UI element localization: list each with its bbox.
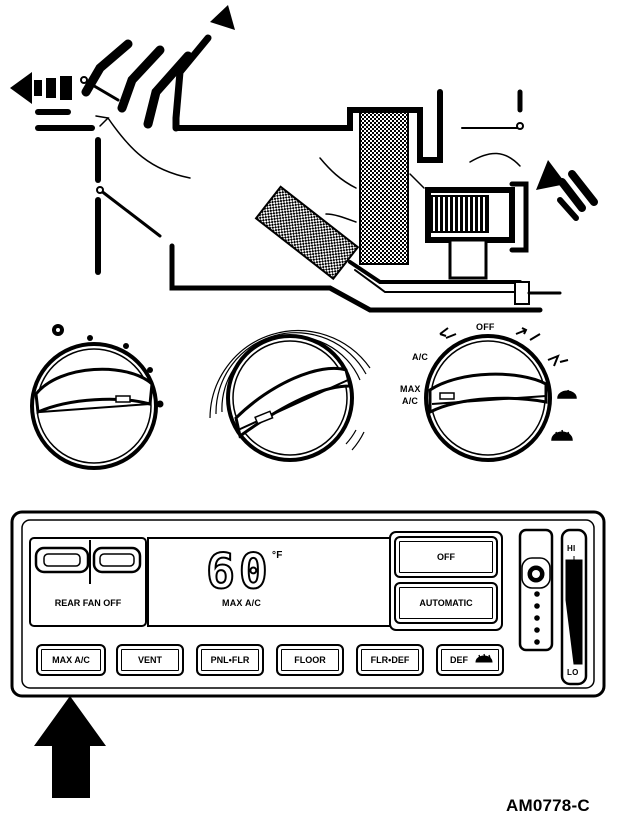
off-button[interactable]: OFF xyxy=(394,536,498,578)
rotary-control-panel xyxy=(30,324,577,470)
airflow-schematic xyxy=(10,5,598,313)
vent-icon xyxy=(439,327,457,339)
panel-floor-icon xyxy=(515,327,541,341)
display-temperature: 60 xyxy=(205,544,272,600)
fan-lo-label: LO xyxy=(567,668,579,677)
defrost-button[interactable]: DEF xyxy=(436,644,504,676)
floor-defrost-button[interactable]: FLR•DEF xyxy=(356,644,424,676)
evaporator-core xyxy=(254,185,360,281)
blower-motor xyxy=(448,238,488,280)
temperature-knob[interactable] xyxy=(209,329,371,462)
floor-defrost-icon xyxy=(557,389,577,399)
mode-label-max: MAX xyxy=(400,384,421,394)
fan-speed-knob[interactable] xyxy=(30,324,164,470)
defrost-icon xyxy=(551,429,573,441)
max-ac-button[interactable]: MAX A/C xyxy=(36,644,106,676)
floor-button[interactable]: FLOOR xyxy=(276,644,344,676)
rear-fan-off-button[interactable]: REAR FAN OFF xyxy=(32,584,144,622)
panel-floor-button[interactable]: PNL•FLR xyxy=(196,644,264,676)
outlet-arrow-left xyxy=(10,72,72,104)
inlet-arrow xyxy=(536,160,598,221)
mode-knob[interactable] xyxy=(424,327,577,462)
display-window xyxy=(147,537,391,627)
floor-icon xyxy=(547,354,569,367)
automatic-button[interactable]: AUTOMATIC xyxy=(394,582,498,624)
display-mode: MAX A/C xyxy=(222,598,262,608)
pointer-arrow xyxy=(34,696,106,798)
fan-hi-label: HI xyxy=(567,544,576,553)
outlet-arrow-up xyxy=(210,5,235,30)
mode-label-off: OFF xyxy=(476,322,495,332)
mode-label-max-ac: A/C xyxy=(402,396,419,406)
mode-label-ac: A/C xyxy=(412,352,429,362)
vent-button[interactable]: VENT xyxy=(116,644,184,676)
figure-id: AM0778-C xyxy=(506,796,590,815)
fan-icon xyxy=(52,324,64,336)
display-unit: °F xyxy=(272,550,283,561)
heater-core xyxy=(359,111,409,265)
defrost-button-icon xyxy=(475,653,493,663)
blower-wheel xyxy=(431,195,489,233)
